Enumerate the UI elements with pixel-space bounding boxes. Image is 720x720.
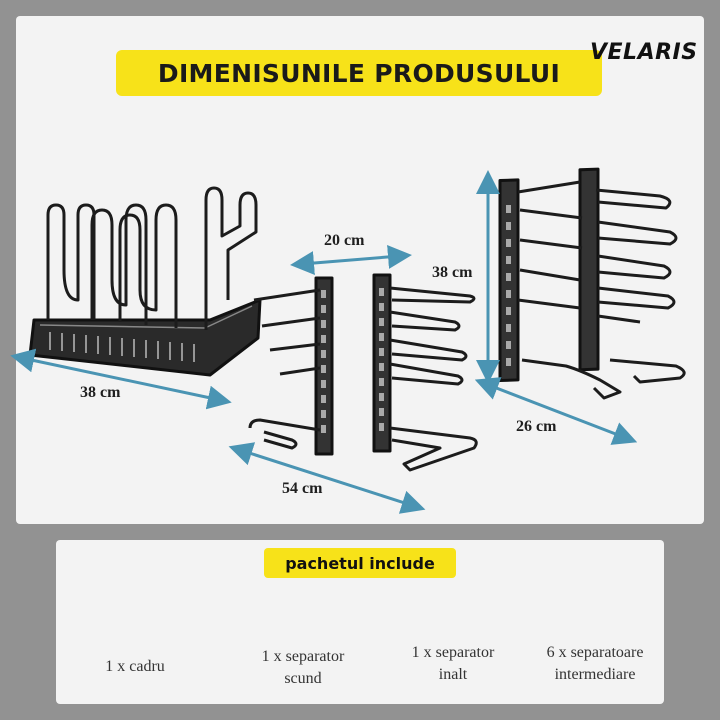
tall-rack: [498, 167, 686, 400]
rack-length-label: 54 cm: [282, 480, 323, 497]
package-item-line2: scund: [284, 670, 322, 687]
base-frame-rack: [28, 186, 262, 377]
package-item-line2: intermediare: [554, 666, 636, 683]
tall-length-label: 26 cm: [516, 418, 557, 435]
package-item-caption: 1 x cadru: [70, 656, 200, 678]
dimension-arrows: [10, 170, 638, 514]
package-label: pachetul include: [264, 548, 456, 578]
package-item-line1: 6 x separatoare: [546, 644, 644, 661]
package-item-line1: 1 x separator: [261, 648, 345, 665]
brand-logo: VELARIS: [590, 40, 698, 65]
page-title: DIMENISUNILE PRODUSULUI: [116, 50, 602, 96]
package-item-line1: 1 x separator: [411, 644, 495, 661]
package-item-line2: inalt: [438, 666, 468, 683]
package-item-line1: 1 x cadru: [105, 658, 165, 675]
package-item-caption: 1 x separator scund: [238, 646, 368, 690]
package-item-caption: 6 x separatoare intermediare: [530, 642, 660, 686]
center-rack: [248, 273, 478, 472]
base-width-label: 38 cm: [80, 384, 121, 401]
rack-depth-label: 20 cm: [324, 232, 365, 249]
tall-height-label: 38 cm: [432, 264, 473, 281]
package-item-caption: 1 x separator inalt: [388, 642, 518, 686]
